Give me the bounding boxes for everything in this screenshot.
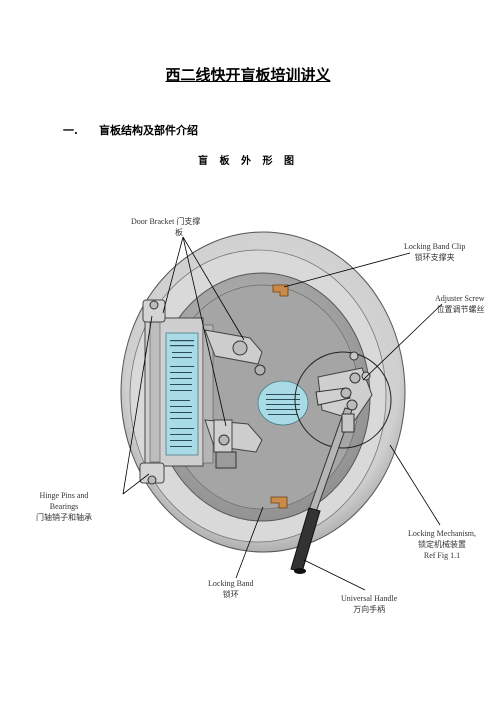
label-adjuster-screw: Adjuster Screw 位置调节螺丝 <box>435 294 485 314</box>
bracket-arm-upper <box>204 329 266 376</box>
hinge-pin-bottom <box>139 462 165 485</box>
figure-caption: 盲 板 外 形 图 <box>198 156 298 167</box>
info-plate <box>165 332 199 456</box>
section-title: 盲板结构及部件介绍 <box>99 124 198 137</box>
label-universal-handle: Universal Handle 万向手柄 <box>341 594 398 614</box>
leader-lines <box>122 236 443 591</box>
label-locking-band: Locking Band 锁环 <box>208 579 254 599</box>
bracket-arm-lower <box>204 419 263 469</box>
label-hinge-pins: Hinge Pins and Bearings 门轴销子和轴承 <box>36 491 92 522</box>
door-badge <box>257 380 309 426</box>
hinge-pin-top <box>142 299 166 323</box>
section-number: 一. <box>63 124 78 137</box>
document-title: 西二线快开盲板培训讲义 <box>165 66 331 84</box>
label-locking-mechanism: Locking Mechanism, 锁定机械装置 Ref Fig 1.1 <box>408 529 476 560</box>
section-heading: 一. 盲板结构及部件介绍 <box>63 122 198 138</box>
universal-handle <box>290 387 355 574</box>
label-locking-band-clip: Locking Band Clip 锁环支撑夹 <box>404 242 466 262</box>
locking-band-clip-bottom <box>270 496 288 509</box>
label-door-bracket: Door Bracket 门支撑 板 <box>131 217 201 237</box>
locking-band-clip-top <box>272 284 289 297</box>
